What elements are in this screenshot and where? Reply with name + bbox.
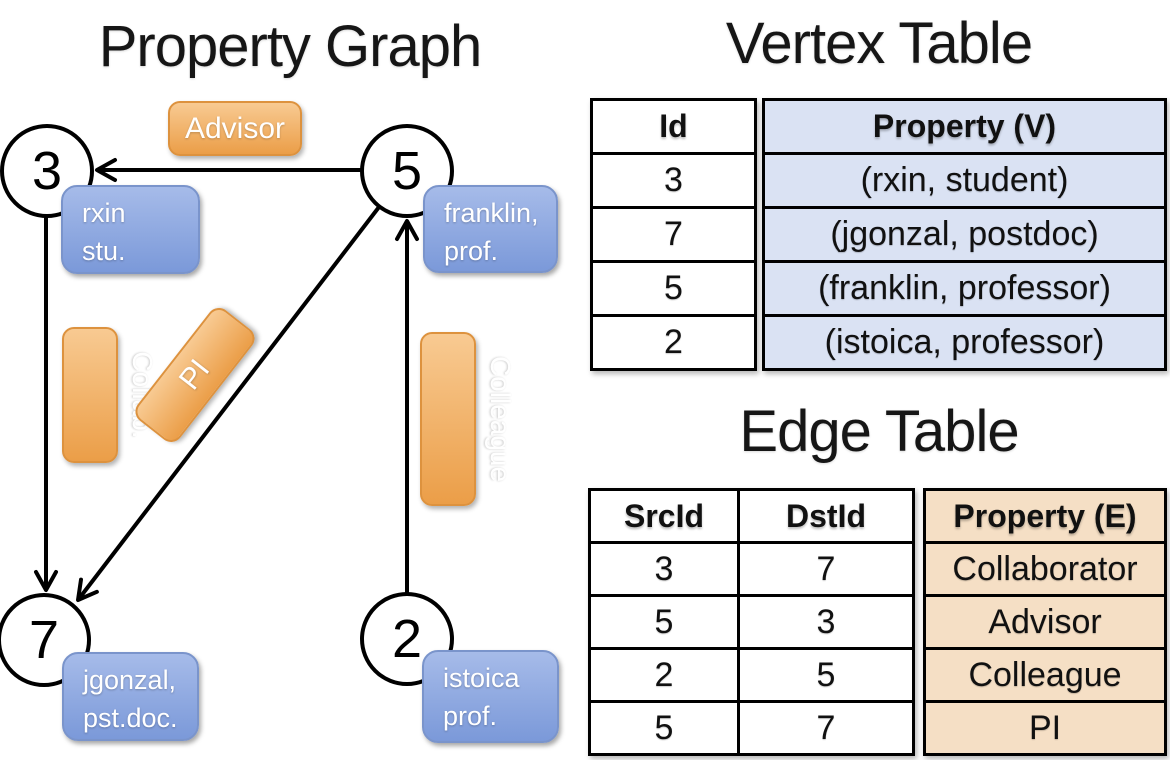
table-cell: 5 bbox=[588, 700, 740, 756]
edge-label-text: Advisor bbox=[184, 111, 286, 145]
node-id-label: 7 bbox=[28, 610, 60, 670]
vertex-property-box-istoica: istoica prof. bbox=[422, 650, 559, 743]
table-cell: PI bbox=[923, 700, 1167, 756]
edge-label-advisor: Advisor bbox=[168, 101, 302, 156]
table-cell: 7 bbox=[737, 541, 915, 597]
table-cell: Collaborator bbox=[923, 541, 1167, 597]
edge-label-collab: Collab. bbox=[62, 327, 158, 463]
table-cell: Advisor bbox=[923, 594, 1167, 650]
table-cell: 3 bbox=[737, 594, 915, 650]
edge-table-header-dstid: DstId bbox=[737, 488, 915, 544]
edge-label-text: Colleague bbox=[485, 355, 516, 483]
node-id-label: 2 bbox=[391, 609, 423, 669]
vertex-property-line: prof. bbox=[443, 701, 498, 731]
table-cell: 2 bbox=[590, 314, 757, 371]
graph-node-3: 3 bbox=[0, 124, 94, 218]
edge-label-colleague: Colleague bbox=[420, 332, 516, 506]
table-cell: 5 bbox=[588, 594, 740, 650]
table-cell: (jgonzal, postdoc) bbox=[762, 206, 1167, 263]
edge-table-header-property: Property (E) bbox=[923, 488, 1167, 544]
table-cell: 5 bbox=[737, 647, 915, 703]
table-cell: (rxin, student) bbox=[762, 152, 1167, 209]
table-cell: 7 bbox=[590, 206, 757, 263]
vertex-table-header-id: Id bbox=[590, 98, 757, 155]
vertex-property-line: rxin bbox=[82, 198, 126, 228]
graph-node-5: 5 bbox=[360, 124, 454, 218]
edge-table-property-column: Property (E) Collaborator Advisor Collea… bbox=[923, 488, 1167, 756]
vertex-table-id-column: Id 3 7 5 2 bbox=[590, 98, 757, 371]
table-cell: 5 bbox=[590, 260, 757, 317]
vertex-table-property-column: Property (V) (rxin, student) (jgonzal, p… bbox=[762, 98, 1167, 371]
table-cell: 2 bbox=[588, 647, 740, 703]
table-cell: Colleague bbox=[923, 647, 1167, 703]
node-id-label: 5 bbox=[391, 141, 423, 201]
edge-table-id-columns: SrcId DstId 3 7 5 3 2 5 5 7 bbox=[588, 488, 915, 756]
vertex-table-title: Vertex Table bbox=[725, 11, 1033, 76]
edge-table-title: Edge Table bbox=[739, 399, 1019, 464]
vertex-table-header-property: Property (V) bbox=[762, 98, 1167, 155]
vertex-property-box-rxin: rxin stu. bbox=[61, 185, 200, 274]
table-cell: 3 bbox=[590, 152, 757, 209]
table-cell: 3 bbox=[588, 541, 740, 597]
vertex-property-box-jgonzal: jgonzal, pst.doc. bbox=[62, 652, 199, 741]
vertex-property-line: prof. bbox=[444, 236, 499, 266]
edge-label-text: PI bbox=[172, 353, 217, 397]
vertex-property-line: istoica bbox=[443, 663, 520, 693]
table-cell: 7 bbox=[737, 700, 915, 756]
vertex-property-line: pst.doc. bbox=[83, 703, 178, 733]
edge-table-header-srcid: SrcId bbox=[588, 488, 740, 544]
vertex-property-line: stu. bbox=[82, 236, 126, 266]
table-cell: (franklin, professor) bbox=[762, 260, 1167, 317]
table-cell: (istoica, professor) bbox=[762, 314, 1167, 371]
property-graph-title: Property Graph bbox=[98, 14, 483, 79]
vertex-property-box-franklin: franklin, prof. bbox=[423, 185, 558, 273]
vertex-property-line: franklin, bbox=[444, 198, 539, 228]
edge-5-to-7-line bbox=[76, 205, 381, 602]
graph-edges-layer bbox=[34, 158, 419, 602]
vertex-property-line: jgonzal, bbox=[83, 665, 177, 695]
node-id-label: 3 bbox=[31, 141, 63, 201]
